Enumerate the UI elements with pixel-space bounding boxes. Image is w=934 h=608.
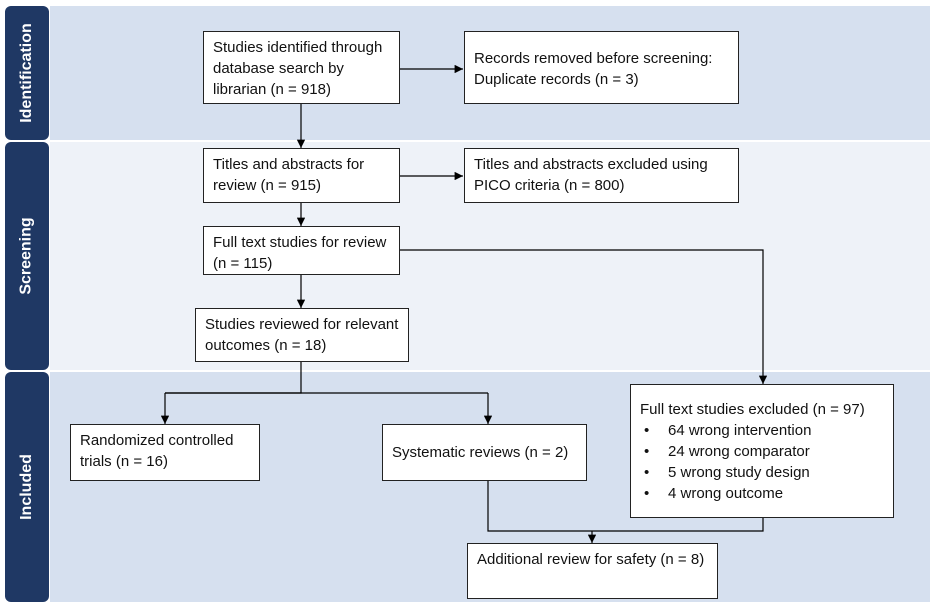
merge-from-systematic bbox=[487, 481, 764, 532]
systematic-box: Systematic reviews (n = 2) bbox=[382, 424, 587, 481]
titles-excluded-box: Titles and abstracts excluded using PICO… bbox=[464, 148, 739, 203]
fulltext-review-box: Full text studies for review (n = 115) bbox=[203, 226, 400, 275]
excluded-box: Full text studies excluded (n = 97) 64 w… bbox=[630, 384, 894, 518]
list-item: 24 wrong comparator bbox=[640, 441, 884, 462]
split-connector bbox=[165, 362, 302, 394]
safety-box: Additional review for safety (n = 8) bbox=[467, 543, 718, 599]
list-item: 5 wrong study design bbox=[640, 462, 884, 483]
excluded-reasons-list: 64 wrong intervention 24 wrong comparato… bbox=[640, 420, 884, 504]
rct-box: Randomized controlled trials (n = 16) bbox=[70, 424, 260, 481]
included-label: Included bbox=[5, 372, 49, 602]
list-item: 4 wrong outcome bbox=[640, 483, 884, 504]
list-item: 64 wrong intervention bbox=[640, 420, 884, 441]
identified-box: Studies identified through database sear… bbox=[203, 31, 400, 104]
titles-review-box: Titles and abstracts for review (n = 915… bbox=[203, 148, 400, 203]
identification-label: Identification bbox=[5, 6, 49, 140]
arrow-to-excluded bbox=[400, 249, 768, 384]
screening-label: Screening bbox=[5, 142, 49, 370]
removed-box: Records removed before screening: Duplic… bbox=[464, 31, 739, 104]
outcomes-review-box: Studies reviewed for relevant outcomes (… bbox=[195, 308, 409, 362]
